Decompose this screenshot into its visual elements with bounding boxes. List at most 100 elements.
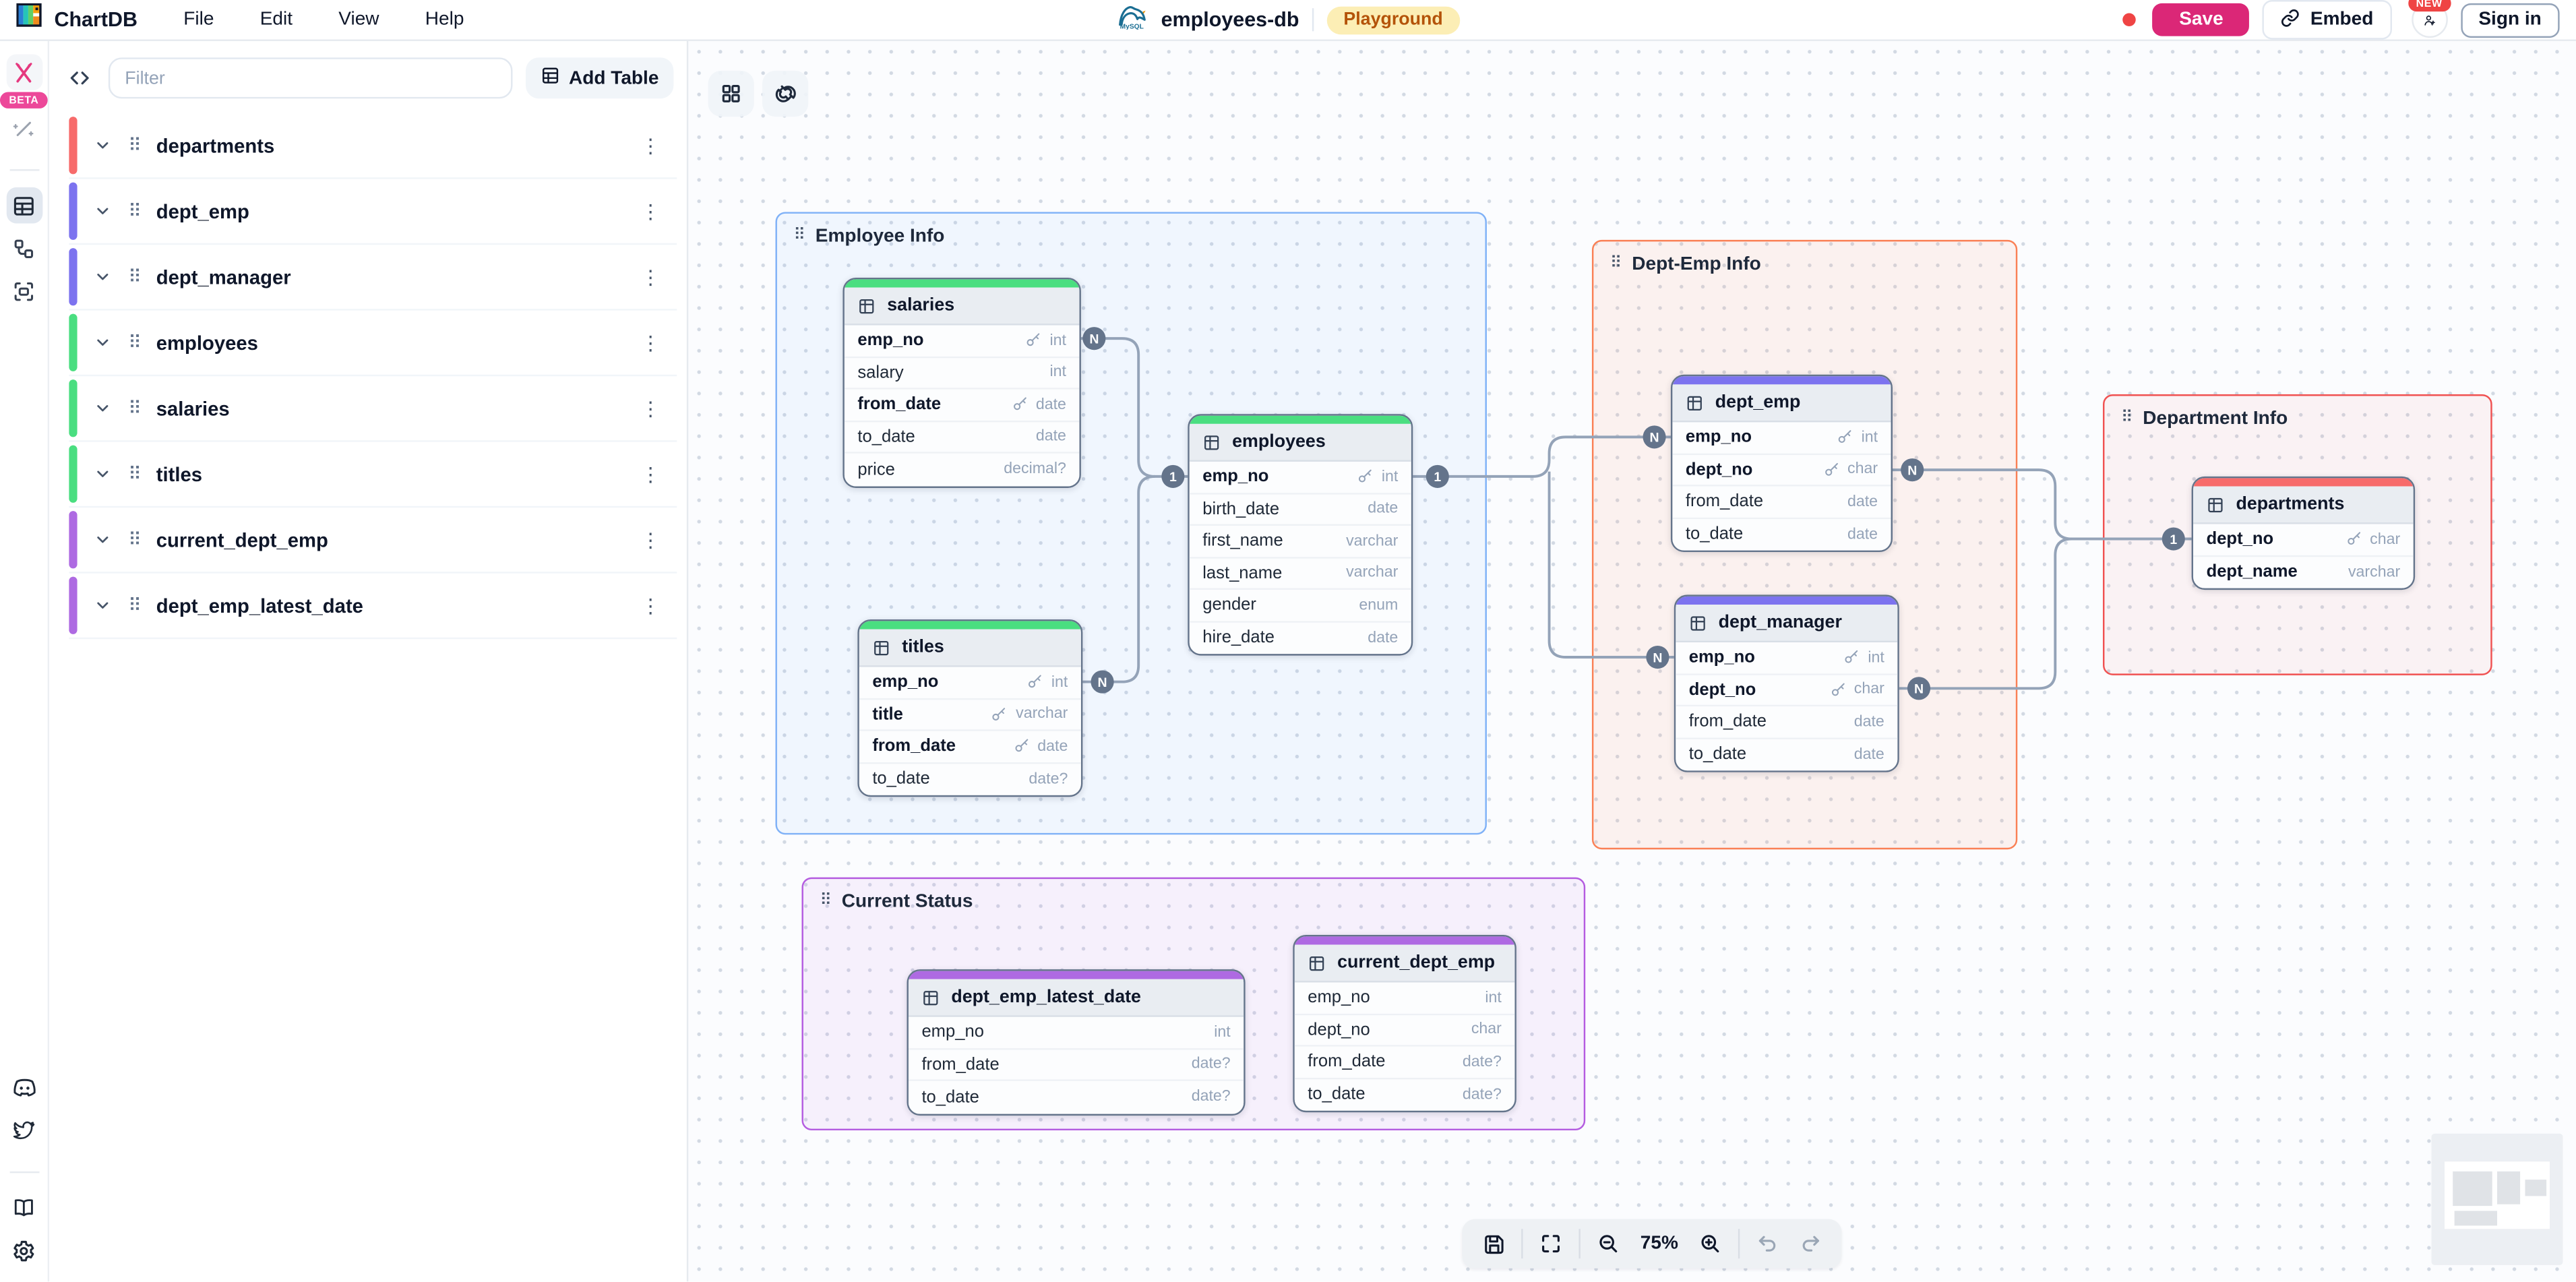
sidebar-table-row-dept_manager[interactable]: ⠿dept_manager⋮: [69, 245, 677, 311]
table-options-icon[interactable]: ⋮: [640, 594, 661, 617]
twitter-icon[interactable]: [6, 1112, 42, 1149]
chevron-down-icon[interactable]: [94, 268, 112, 286]
sidebar-table-row-dept_emp[interactable]: ⠿dept_emp⋮: [69, 179, 677, 245]
table-header[interactable]: salaries: [844, 287, 1080, 326]
table-options-icon[interactable]: ⋮: [640, 528, 661, 551]
sidebar-table-row-titles[interactable]: ⠿titles⋮: [69, 442, 677, 508]
save-button[interactable]: Save: [2153, 3, 2250, 36]
drag-handle-icon[interactable]: ⠿: [1609, 254, 1622, 273]
drag-handle-icon[interactable]: ⠿: [128, 463, 142, 485]
sidebar-table-row-dept_emp_latest_date[interactable]: ⠿dept_emp_latest_date⋮: [69, 574, 677, 640]
rail-tables-tab[interactable]: [5, 187, 42, 224]
zoom-in-icon[interactable]: [1689, 1223, 1731, 1265]
diagram-canvas[interactable]: ⠿Employee Info ⠿Dept-Emp Info ⠿Departmen…: [688, 40, 2576, 1282]
table-header[interactable]: dept_manager: [1676, 605, 1898, 643]
drag-handle-icon[interactable]: ⠿: [128, 332, 142, 354]
chevron-down-icon[interactable]: [94, 334, 112, 352]
chevron-down-icon[interactable]: [94, 597, 112, 615]
table-options-icon[interactable]: ⋮: [640, 133, 661, 157]
chevron-down-icon[interactable]: [94, 136, 112, 154]
menu-help[interactable]: Help: [425, 9, 464, 30]
table-header[interactable]: dept_emp_latest_date: [908, 979, 1244, 1017]
drag-handle-icon[interactable]: ⠿: [820, 892, 832, 911]
table-header[interactable]: current_dept_emp: [1294, 944, 1515, 983]
menu-edit[interactable]: Edit: [259, 9, 293, 30]
chevron-down-icon[interactable]: [94, 465, 112, 483]
table-options-icon[interactable]: ⋮: [640, 462, 661, 486]
table-options-icon[interactable]: ⋮: [640, 265, 661, 288]
drag-handle-icon[interactable]: ⠿: [793, 226, 806, 245]
diagram-title[interactable]: employees-db: [1161, 8, 1299, 32]
save-diagram-icon[interactable]: [1472, 1223, 1514, 1265]
chevron-down-icon[interactable]: [94, 530, 112, 549]
drag-handle-icon[interactable]: ⠿: [128, 200, 142, 222]
sidebar-table-row-current_dept_emp[interactable]: ⠿current_dept_emp⋮: [69, 508, 677, 574]
zoom-level[interactable]: 75%: [1640, 1233, 1678, 1254]
redo-icon[interactable]: [1789, 1223, 1831, 1265]
table-header[interactable]: dept_emp: [1672, 384, 1891, 423]
undo-icon[interactable]: [1746, 1223, 1789, 1265]
drag-handle-icon[interactable]: ⠿: [128, 397, 142, 419]
magic-wand-icon[interactable]: [6, 110, 42, 146]
settings-gear-icon[interactable]: [6, 1232, 42, 1269]
chevron-down-icon[interactable]: [94, 399, 112, 417]
table-header[interactable]: employees: [1189, 423, 1411, 462]
table-options-icon[interactable]: ⋮: [640, 396, 661, 420]
table-options-icon[interactable]: ⋮: [640, 331, 661, 355]
add-table-button[interactable]: Add Table: [526, 57, 674, 99]
minimap[interactable]: [2431, 1133, 2563, 1265]
drag-handle-icon[interactable]: ⠿: [128, 594, 142, 617]
drag-handle-icon[interactable]: ⠿: [128, 528, 142, 551]
rail-areas-tab[interactable]: [6, 273, 42, 309]
drag-handle-icon[interactable]: ⠿: [2120, 408, 2133, 427]
discord-icon[interactable]: [6, 1070, 42, 1106]
table-header[interactable]: departments: [2193, 486, 2414, 524]
sidebar-table-row-salaries[interactable]: ⠿salaries⋮: [69, 376, 677, 442]
signin-button[interactable]: Sign in: [2460, 2, 2560, 37]
menu-view[interactable]: View: [338, 9, 379, 30]
drag-handle-icon[interactable]: ⠿: [128, 134, 142, 156]
table-options-icon[interactable]: ⋮: [640, 200, 661, 223]
fit-view-icon[interactable]: [1529, 1223, 1572, 1265]
sidebar-table-row-departments[interactable]: ⠿departments⋮: [69, 113, 677, 179]
sidebar-table-row-employees[interactable]: ⠿employees⋮: [69, 311, 677, 377]
rail-relationships-tab[interactable]: [6, 230, 42, 266]
menu-file[interactable]: File: [183, 9, 214, 30]
code-view-icon[interactable]: [63, 61, 96, 94]
